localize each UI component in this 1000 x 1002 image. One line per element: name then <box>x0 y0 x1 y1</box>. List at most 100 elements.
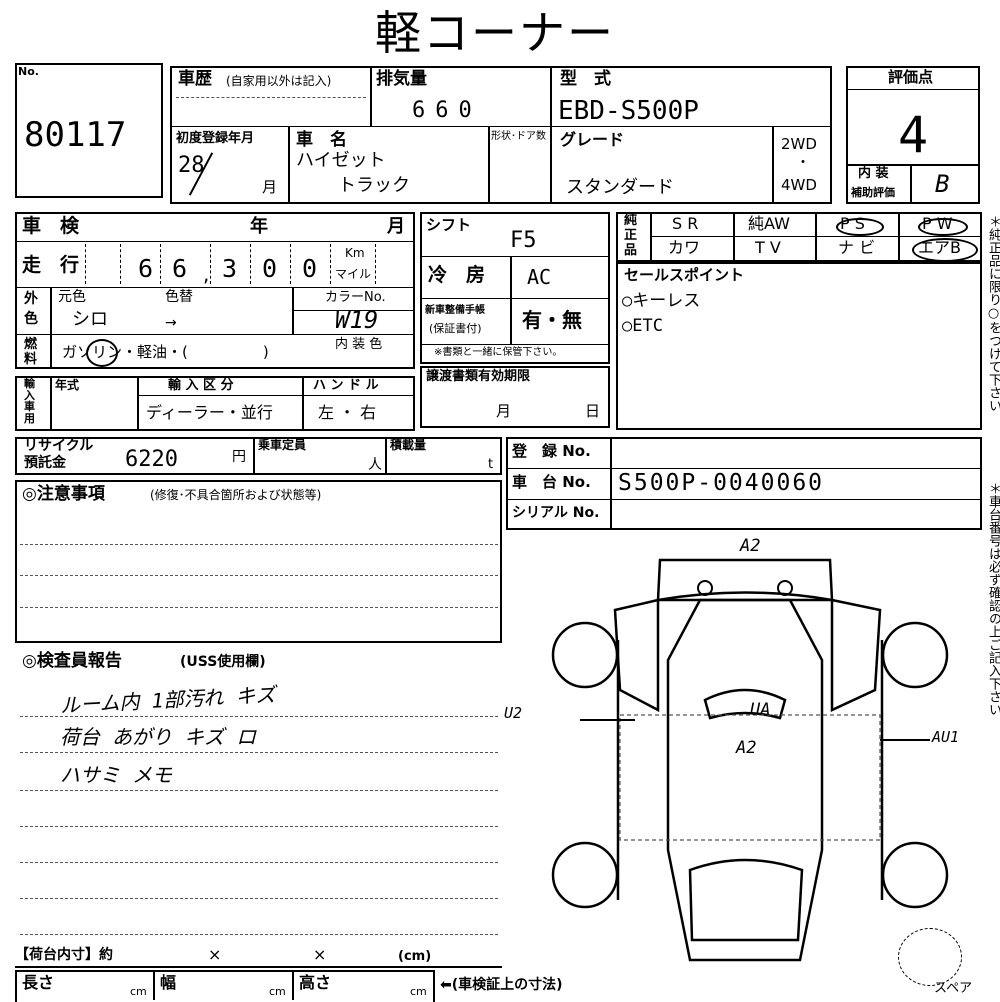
recycle-label-1: リサイクル <box>24 438 94 454</box>
service-book-value: 有・無 <box>522 308 582 332</box>
first-reg-year: 28 <box>178 153 205 178</box>
drive-4wd: 4WD <box>781 176 817 194</box>
dims-width-unit: cm <box>269 985 286 998</box>
capacity-label: 乗車定員 <box>258 438 307 452</box>
option-leather: カワ <box>668 238 701 257</box>
mileage-unit-mile: マイル <box>335 267 372 281</box>
no-box <box>15 63 163 198</box>
sales-points-label: セールスポイント <box>624 266 745 284</box>
option-tv: T V <box>755 238 781 257</box>
load-label: 積載量 <box>390 438 427 452</box>
option-navi: ナ ビ <box>838 238 876 257</box>
drive-2wd: 2WD <box>781 135 817 153</box>
options-label-2: 正 <box>624 228 638 243</box>
sales-point-2: ○ETC <box>622 316 663 336</box>
diagram-windshield <box>703 688 787 720</box>
color-label-2: 色 <box>24 311 38 327</box>
dims-height-unit: cm <box>410 985 427 998</box>
option-airbag-mark <box>912 238 978 262</box>
drive-dot: ・ <box>796 155 810 171</box>
chassis-label: 車 台 No. <box>512 473 591 491</box>
transfer-block <box>420 366 610 428</box>
mileage-comma: , <box>203 262 210 286</box>
displacement-label: 排気量 <box>376 69 427 89</box>
chassis-value: S500P-0040060 <box>618 470 825 496</box>
option-pw-mark <box>918 218 968 236</box>
grade-label: グレード <box>560 130 625 149</box>
service-book-label-2: (保証書付) <box>429 322 482 335</box>
load-unit: t <box>488 457 494 472</box>
car-name-label: 車 名 <box>296 130 347 150</box>
recycle-label-2: 預託金 <box>24 455 66 471</box>
diagram-rear-cab <box>688 858 804 942</box>
no-label: No. <box>18 65 39 78</box>
first-reg-label: 初度登録年月 <box>176 131 255 146</box>
diagram-body <box>666 598 824 962</box>
dims-width-label: 幅 <box>160 973 177 992</box>
interior-label: 内 装 <box>858 166 889 181</box>
diagram-mark-roof: A2 <box>736 738 757 758</box>
shift-label: シフト <box>426 216 472 234</box>
transfer-label: 譲渡書類有効期限 <box>426 369 531 384</box>
score-box <box>846 66 980 204</box>
transfer-day: 日 <box>585 402 601 420</box>
transfer-month: 月 <box>496 402 512 420</box>
car-name-line2: トラック <box>338 175 410 196</box>
options-label-1: 純 <box>624 213 638 228</box>
diagram-mark-windshield: UA <box>750 700 771 720</box>
aux-label: 補助評価 <box>851 186 895 199</box>
dims-length-unit: cm <box>130 985 147 998</box>
options-block <box>616 212 982 262</box>
first-reg-month: 月 <box>262 178 278 196</box>
color-arrow: → <box>165 315 177 331</box>
mileage-label: 走 行 <box>22 254 80 276</box>
ac-label: 冷 房 <box>428 264 486 286</box>
mileage-digit-1: 6 <box>138 254 154 283</box>
page-title: 軽コーナー <box>375 6 615 60</box>
truck-diagram <box>551 558 949 962</box>
inspection-month: 月 <box>387 216 405 237</box>
color-orig-label: 元色 <box>58 289 86 305</box>
diagram-left-door <box>613 598 660 713</box>
diagram-cab-front <box>657 591 833 602</box>
color-code-label: カラーNo. <box>325 290 386 305</box>
dims-note: ⬅(車検証上の寸法) <box>440 977 563 993</box>
handle-value: 左 ・ 右 <box>318 403 377 422</box>
recycle-block <box>15 437 502 475</box>
caution-note: (修復･不具合箇所および状態等) <box>150 488 322 502</box>
color-label-1: 外 <box>24 291 38 307</box>
fuel-label-2: 料 <box>24 352 38 367</box>
caution-block <box>15 480 502 643</box>
service-book-label-1: 新車整備手帳 <box>425 305 485 316</box>
option-sr: S R <box>672 214 699 233</box>
diagram-right-door <box>830 598 882 712</box>
cargo-label: 【荷台内寸】約 <box>15 947 113 963</box>
score-value: 4 <box>898 106 929 164</box>
report-line-3: ハサミ メモ <box>60 763 173 787</box>
fuel-label-1: 燃 <box>24 337 38 352</box>
capacity-unit: 人 <box>368 457 382 473</box>
registration-block <box>506 437 982 530</box>
caution-label: ◎注意事項 <box>22 484 105 504</box>
import-class-label: 輸 入 区 分 <box>168 378 234 393</box>
top-grid <box>170 66 832 204</box>
color-change-label: 色替 <box>165 289 193 305</box>
service-book-note: ※書類と一緒に保管下さい。 <box>434 347 563 358</box>
cargo-unit: (cm) <box>398 949 432 964</box>
recycle-value: 6220 <box>125 447 178 472</box>
diagram-bed-outline <box>619 714 881 841</box>
spare-label: スペア <box>934 981 973 996</box>
import-year-label: 年式 <box>55 378 80 392</box>
dims-block <box>15 970 435 1002</box>
cargo-x2: × <box>313 945 327 964</box>
shift-block <box>420 212 610 364</box>
report-label: ◎検査員報告 <box>22 651 122 671</box>
inspection-block <box>15 212 415 369</box>
diagram-mark-left: U2 <box>504 704 523 722</box>
options-label-3: 品 <box>624 243 638 258</box>
shape-label: 形状･ドア数 <box>491 131 546 142</box>
diagram-cab-roof <box>656 558 834 602</box>
interior-color-label: 内 装 色 <box>335 337 383 352</box>
history-note: (自家用以外は記入) <box>226 74 332 88</box>
serial-label: シリアル No. <box>512 505 600 521</box>
